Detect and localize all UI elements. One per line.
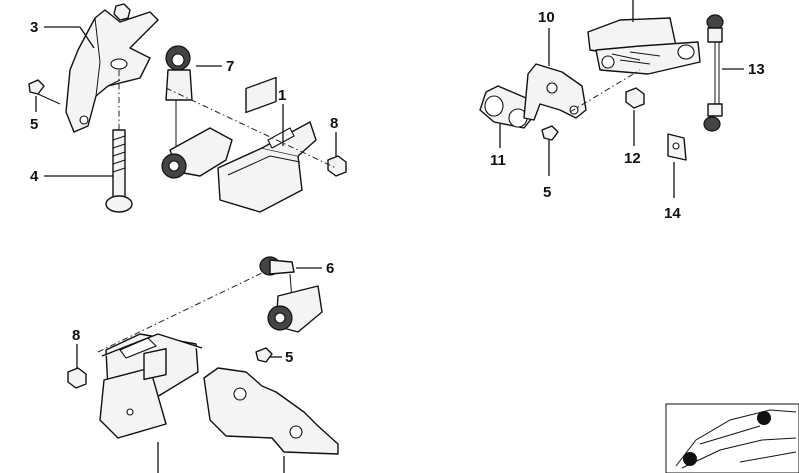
nut-part	[327, 155, 347, 177]
callout-5: 5	[285, 349, 293, 366]
bracket-part	[65, 9, 159, 133]
level-sensor-part	[217, 76, 317, 213]
sensor-location-marker	[757, 411, 771, 425]
clip-part	[165, 45, 193, 148]
gasket-part	[479, 85, 533, 129]
nut-part	[67, 367, 87, 389]
vehicle-location-inset	[665, 403, 799, 473]
callout-8: 8	[330, 115, 338, 132]
callout-12: 12	[624, 150, 641, 167]
callout-10: 10	[538, 9, 555, 26]
callout-1: 1	[278, 87, 286, 104]
callout-14: 14	[664, 205, 681, 222]
callout-11: 11	[490, 152, 506, 169]
sensor-location-marker	[683, 452, 697, 466]
linkage-part	[161, 127, 233, 179]
callout-4: 4	[30, 168, 39, 185]
linkage-part	[703, 14, 724, 132]
callout-labels: 3 5 4 7 1 8 6 8 5 10 11 5 12 13 14	[30, 9, 765, 366]
callout-8: 8	[72, 327, 80, 344]
linkage-part	[259, 256, 323, 333]
leader-lines	[35, 0, 744, 473]
nut-part	[625, 87, 645, 109]
callout-7: 7	[226, 58, 234, 75]
callout-5: 5	[543, 184, 551, 201]
bolt-part	[105, 70, 133, 213]
callout-13: 13	[748, 61, 765, 78]
bracket-part	[203, 367, 339, 455]
callout-3: 3	[30, 19, 38, 36]
clip-part	[667, 133, 687, 161]
nut-part	[113, 3, 131, 21]
screw-part	[541, 125, 559, 141]
screw-part	[28, 79, 61, 105]
callout-6: 6	[326, 260, 334, 277]
level-sensor-part	[587, 17, 701, 75]
callout-5: 5	[30, 116, 38, 133]
bracket-part	[523, 63, 587, 121]
screw-part	[255, 347, 273, 363]
level-sensor-part	[99, 333, 203, 439]
